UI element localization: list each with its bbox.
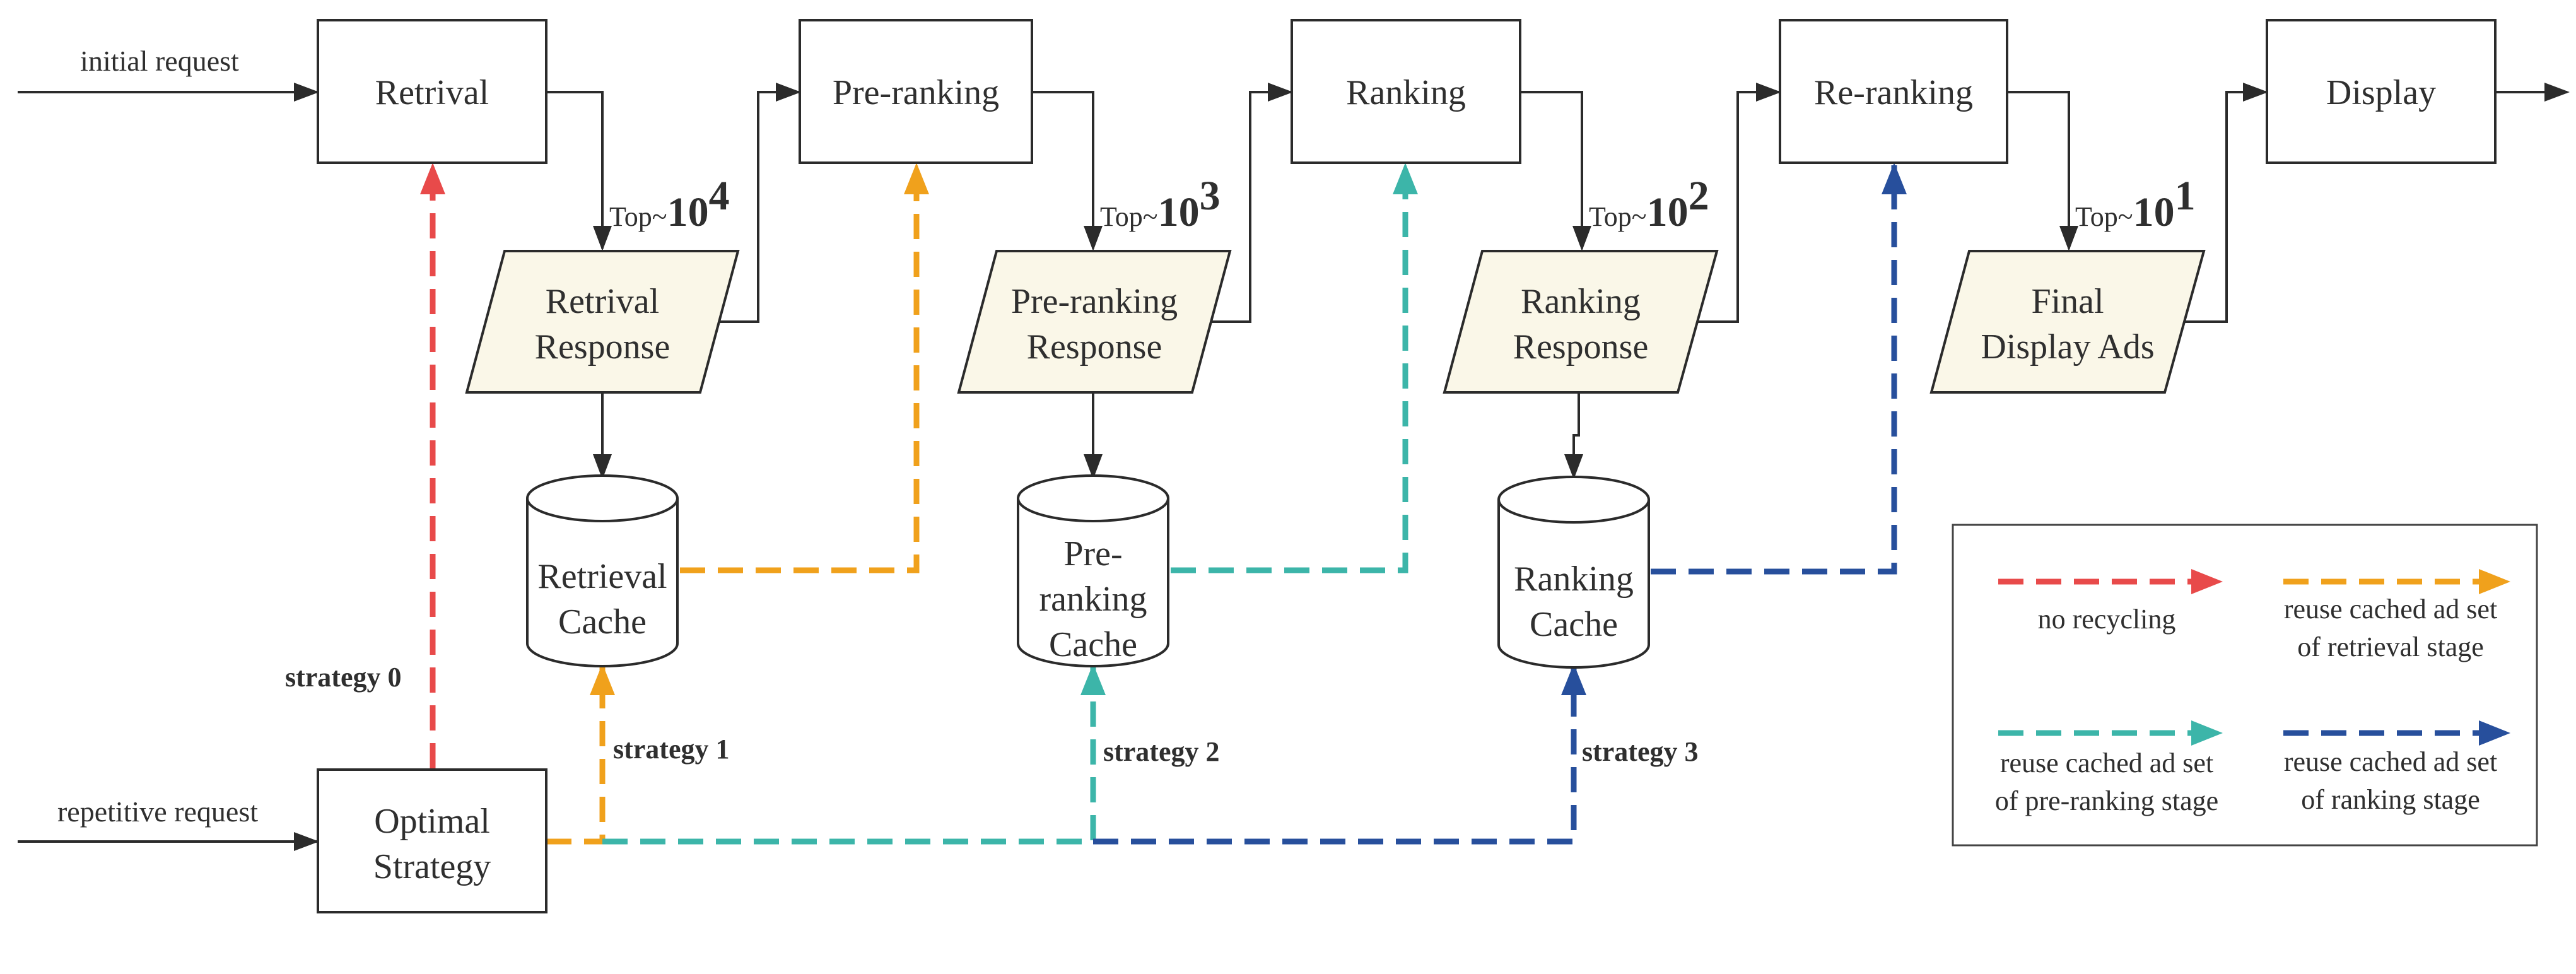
response-final-line1: Final [2031,282,2104,321]
legend-ranking-line1: reuse cached ad set [2284,746,2497,777]
legend-retrieval-line1: reuse cached ad set [2284,594,2497,625]
legend-preranking-line2: of pre-ranking stage [1995,785,2218,816]
legend-preranking-line1: reuse cached ad set [2000,748,2213,778]
legend-frame [1952,524,2538,847]
response-retrival: Retrival Response [465,250,740,394]
top-label-retrival: Top~104 [609,173,730,235]
legend-retrieval-line2: of retrieval stage [2297,631,2484,662]
stage-optimal-strategy: Optimal Strategy [317,768,547,913]
response-to-ranking-cache-arrow [1564,394,1583,479]
cache-pre-ranking-line3: Cache [1049,625,1137,664]
stage-ranking-label: Ranking [1346,73,1466,112]
stage-re-ranking: Re-ranking [1779,19,2008,164]
legend-ranking-line2: of ranking stage [2301,784,2479,815]
stage-display-label: Display [2326,73,2436,112]
cache-ranking: Ranking Cache [1497,476,1650,669]
stage-pre-ranking-label: Pre-ranking [833,73,999,112]
strategy-3-arrow [1093,664,1586,845]
cache-ranking-line1: Ranking [1514,560,1634,599]
solid-connectors [18,83,2570,851]
top-label-ranking: Top~102 [1589,173,1709,235]
initial-request-label: initial request [80,45,239,77]
cache-pre-ranking-line1: Pre- [1063,534,1122,573]
dashed-connectors [420,163,1907,845]
response-final-display-ads: Final Display Ads [1929,250,2206,394]
stage-display: Display [2266,19,2497,164]
legend: no recycling reuse cached ad set of retr… [1952,524,2538,847]
optimal-strategy-line1: Optimal [374,802,490,841]
response-pre-ranking-line1: Pre-ranking [1011,282,1178,321]
cache-ranking-line2: Cache [1530,605,1618,644]
strategy-0-label: strategy 0 [285,662,402,693]
stage-ranking: Ranking [1291,19,1521,164]
response-pre-ranking: Pre-ranking Response [957,250,1232,394]
cache-pre-ranking-line2: ranking [1039,580,1147,619]
optimal-strategy-line2: Strategy [373,847,491,886]
cache-pre-ranking: Pre- ranking Cache [1017,474,1169,667]
ranking-cache-reuse-arrow [1651,163,1907,575]
strategy-3-label: strategy 3 [1582,736,1699,767]
top-label-re-ranking: Top~101 [2075,173,2196,235]
top-label-pre-ranking: Top~103 [1100,173,1221,235]
strategy-1-arrow [546,664,615,845]
retrival-to-response-arrow [546,91,612,251]
stage-retrival: Retrival [317,19,547,164]
response-to-ranking-arrow [1205,83,1293,323]
response-to-reranking-arrow [1694,83,1781,323]
ranking-to-response-arrow [1520,91,1591,251]
response-ranking: Ranking Response [1443,250,1719,394]
reranking-to-final-arrow [2007,91,2078,251]
legend-no-recycling: no recycling [2038,604,2176,635]
cache-retrieval: Retrieval Cache [526,474,679,667]
preranking-to-response-arrow [1032,91,1103,251]
cache-retrieval-line1: Retrieval [537,557,667,596]
final-to-display-arrow [2181,83,2268,323]
preranking-cache-reuse-arrow [1171,163,1418,573]
stage-pre-ranking: Pre-ranking [799,19,1033,164]
strategy-1-label: strategy 1 [613,734,730,765]
stage-retrival-label: Retrival [375,73,489,112]
response-retrival-line1: Retrival [546,282,659,321]
repetitive-request-label: repetitive request [57,795,258,828]
response-pre-ranking-line2: Response [1027,327,1162,367]
response-to-preranking-arrow [714,83,801,323]
response-ranking-line1: Ranking [1521,282,1641,321]
response-retrival-line2: Response [535,327,670,367]
stage-re-ranking-label: Re-ranking [1814,73,1973,112]
retrieval-cache-reuse-arrow [680,163,929,573]
strategy-2-label: strategy 2 [1103,736,1220,767]
strategy-2-arrow [602,664,1106,845]
response-ranking-line2: Response [1513,327,1649,367]
response-final-line2: Display Ads [1981,327,2154,367]
cache-retrieval-line2: Cache [558,602,647,642]
